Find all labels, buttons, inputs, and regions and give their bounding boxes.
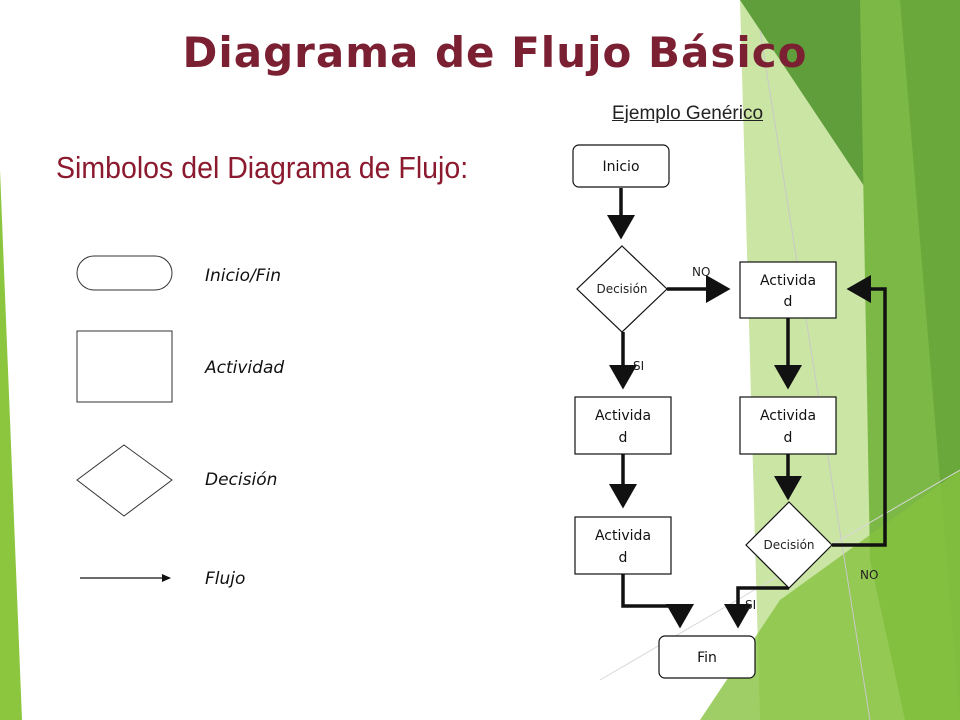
node-activity-right-2-line1: Activida — [760, 408, 816, 424]
node-activity-left-1: Activida d — [574, 396, 672, 455]
example-label: Ejemplo Genérico — [612, 103, 764, 124]
edge-decision2-no-loop — [832, 275, 887, 547]
node-activity-right-1: Activida d — [739, 261, 837, 319]
node-activity-right-1-line2: d — [784, 294, 793, 310]
deco-line — [759, 29, 871, 720]
node-activity-left-2-line2: d — [619, 550, 628, 566]
node-start: Inicio — [572, 144, 670, 188]
legend-label-process: Actividad — [205, 358, 285, 378]
node-end-label: Fin — [697, 650, 717, 666]
edge-left-activity2-to-end — [621, 574, 694, 629]
node-activity-right-2: Activida d — [739, 396, 837, 455]
node-decision-2-label: Decisión — [763, 538, 814, 552]
node-decision-2: Decisión — [745, 501, 833, 589]
node-activity-left-1-line2: d — [619, 430, 628, 446]
edge-label-decision2-no: NO — [860, 568, 878, 582]
node-decision-1: Decisión — [576, 245, 668, 333]
node-decision-1-label: Decisión — [596, 282, 647, 296]
edge-decision2-si — [724, 586, 789, 629]
legend-terminal-shape — [76, 255, 173, 291]
right-green-bottom — [700, 470, 960, 720]
edge-label-decision2-si: SI — [745, 598, 756, 612]
edge-label-decision1-no: NO — [692, 265, 710, 279]
legend-process-shape — [76, 330, 173, 403]
node-activity-left-1-line1: Activida — [595, 408, 651, 424]
legend-label-flow: Flujo — [205, 569, 246, 589]
node-end: Fin — [658, 635, 756, 679]
legend-label-terminal: Inicio/Fin — [205, 266, 281, 286]
node-activity-left-2-line1: Activida — [595, 528, 651, 544]
left-green-stripe — [0, 170, 22, 720]
legend-label-decision: Decisión — [205, 470, 278, 490]
slide-subtitle: Simbolos del Diagrama de Flujo: — [56, 150, 469, 185]
node-activity-left-2: Activida d — [574, 516, 672, 575]
slide-title: Diagrama de Flujo Básico — [182, 28, 808, 77]
node-start-label: Inicio — [602, 159, 639, 175]
node-activity-right-1-line1: Activida — [760, 273, 816, 289]
edge-label-decision1-si: SI — [633, 359, 644, 373]
legend-decision-shape — [76, 444, 173, 517]
node-activity-right-2-line2: d — [784, 430, 793, 446]
